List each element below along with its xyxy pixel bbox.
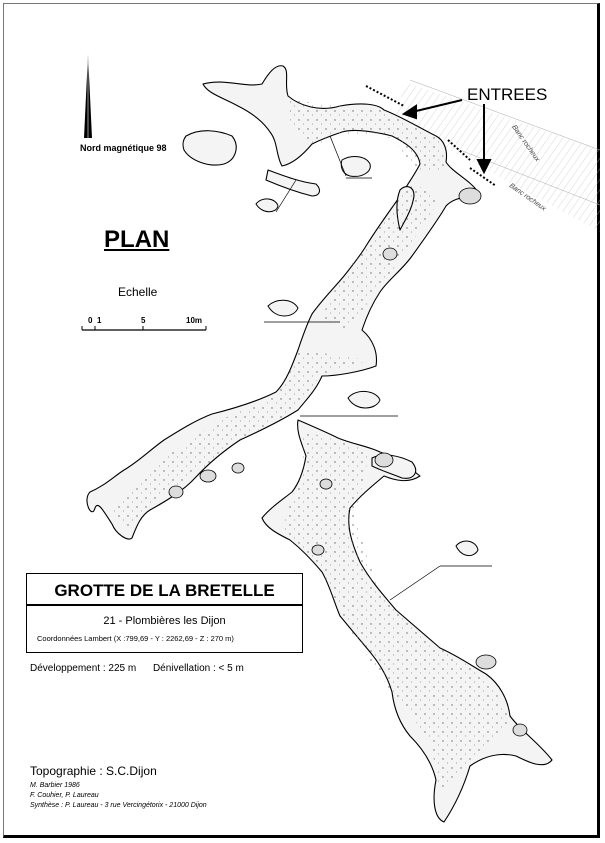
entrance-drip-lines bbox=[365, 85, 497, 187]
scale-tick-1: 1 bbox=[97, 316, 102, 325]
north-label: Nord magnétique 98 bbox=[80, 143, 167, 153]
cave-location: 21 - Plombières les Dijon bbox=[103, 615, 226, 627]
cave-name: GROTTE DE LA BRETELLE bbox=[54, 581, 275, 600]
entrance-arrows bbox=[401, 99, 492, 175]
credit-line-1: M. Barbier 1986 bbox=[30, 782, 80, 789]
entrances-label: ENTREES bbox=[467, 85, 548, 104]
scale-tick-10m: 10m bbox=[186, 316, 203, 325]
scale-bar bbox=[81, 326, 207, 331]
title-box: GROTTE DE LA BRETELLE 21 - Plombières le… bbox=[26, 573, 303, 653]
development-length: Développement : 225 m bbox=[30, 663, 137, 674]
gallery-stipple bbox=[112, 100, 510, 790]
scale-tick-0: 0 bbox=[88, 316, 93, 325]
lambert-coordinates: Coordonnées Lambert (X :799,69 - Y : 226… bbox=[37, 634, 234, 643]
topography-credit: Topographie : S.C.Dijon bbox=[30, 764, 157, 778]
cross-sections bbox=[255, 135, 492, 601]
plan-title: PLAN bbox=[104, 226, 170, 253]
north-arrow-icon bbox=[84, 54, 92, 138]
credit-line-2: F. Couhier, P. Laureau bbox=[30, 792, 99, 799]
scale-label: Echelle bbox=[118, 285, 158, 299]
boulders bbox=[168, 187, 528, 737]
cave-stats: Développement : 225 m Dénivellation : < … bbox=[30, 664, 244, 674]
title-divider bbox=[27, 604, 302, 606]
denivellation: Dénivellation : < 5 m bbox=[152, 663, 244, 674]
credit-line-3: Synthèse : P. Laureau - 3 rue Vercingéto… bbox=[30, 802, 207, 809]
page-border bbox=[3, 3, 600, 838]
scale-tick-5: 5 bbox=[141, 316, 146, 325]
